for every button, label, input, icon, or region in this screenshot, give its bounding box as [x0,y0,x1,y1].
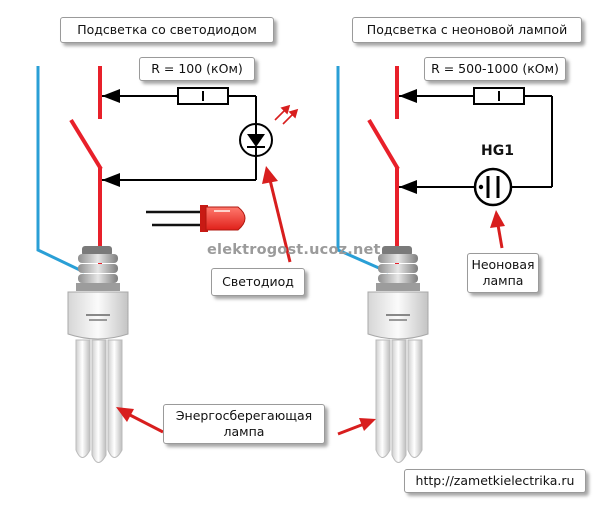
left-neutral-wire [36,66,85,274]
left-title-box: Подсветка со светодиодом [60,17,274,43]
source-url: http://zametkielectrika.ru [415,473,575,489]
neon-label-box: Неоновая лампа [467,253,539,293]
left-title: Подсветка со светодиодом [77,22,257,38]
left-energy-saving-lamp [67,246,129,463]
left-circuit [36,66,299,274]
led-light-rays-icon [274,104,299,125]
right-resistor-box: R = 500-1000 (кОм) [424,57,566,81]
right-arrow-top [399,89,417,103]
led-pointer-arrow [262,166,292,263]
neon-pointer-arrow [490,210,505,249]
left-switch-blade [69,118,103,171]
left-arrow-top [102,89,120,103]
lamp-label-line1: Энергосберегающая [175,408,313,424]
left-arrow-bottom [102,173,120,187]
led-symbol [239,123,273,157]
lamp-label-box: Энергосберегающая лампа [163,404,325,444]
right-title: Подсветка с неоновой лампой [366,22,568,38]
left-resistor-value: R = 100 (кОм) [151,61,243,77]
left-resistor-box: R = 100 (кОм) [139,57,255,81]
led-component-icon [146,205,246,232]
led-label: Светодиод [222,274,294,290]
lamp-label-line2: лампа [223,424,265,439]
watermark-text: elektrogost.ucoz.net [207,242,381,258]
right-arrow-bottom [399,180,417,194]
led-label-box: Светодиод [211,268,305,296]
source-url-box: http://zametkielectrika.ru [404,469,586,493]
neon-lamp-symbol [473,167,513,207]
right-title-box: Подсветка с неоновой лампой [352,17,582,43]
lamp-pointer-arrow-left [116,407,164,434]
right-energy-saving-lamp [367,246,429,463]
lamp-pointer-arrow-right [337,418,376,436]
neon-label-line2: лампа [482,273,524,288]
right-resistor-value: R = 500-1000 (кОм) [431,61,559,77]
right-switch-blade [367,118,400,171]
right-neutral-wire [336,66,389,274]
neon-label-line1: Неоновая [471,257,535,273]
neon-designator: HG1 [481,143,514,159]
